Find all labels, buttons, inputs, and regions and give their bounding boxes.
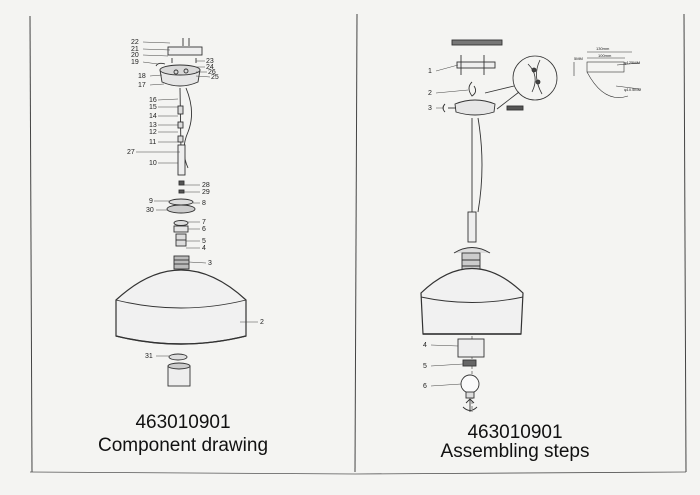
callout-23: 23 xyxy=(206,58,214,65)
right-model-number: 463010901 xyxy=(467,422,563,443)
bottom-border-left xyxy=(29,471,356,475)
callout-3: 3 xyxy=(208,260,212,267)
step-callout-1: 1 xyxy=(428,68,432,75)
callout-16: 16 xyxy=(149,97,157,104)
center-divider xyxy=(354,13,358,473)
exploded-lamp-drawing xyxy=(115,38,247,387)
callout-31: 31 xyxy=(145,353,153,360)
callout-25: 25 xyxy=(211,74,219,81)
callout-28: 28 xyxy=(202,182,210,189)
dimension-detail xyxy=(573,51,641,98)
callout-29: 29 xyxy=(202,189,210,196)
dim-130mm: 130mm xyxy=(596,46,610,51)
callout-24: 24 xyxy=(206,64,214,71)
callout-20: 20 xyxy=(131,52,139,59)
callout-11: 11 xyxy=(149,139,156,146)
callout-15: 15 xyxy=(149,104,157,111)
step-callout-6: 6 xyxy=(423,383,427,390)
bottom-border-right xyxy=(354,471,687,475)
left-title: Component drawing xyxy=(97,435,269,456)
callout-10: 10 xyxy=(149,160,157,167)
callout-labels-right: 1 2 3 4 5 6 xyxy=(423,68,432,390)
callout-5: 5 xyxy=(202,238,206,245)
callout-14: 14 xyxy=(149,113,157,120)
right-border xyxy=(683,13,687,473)
callout-7: 7 xyxy=(202,219,206,226)
callout-2: 2 xyxy=(260,319,264,326)
callout-9: 9 xyxy=(149,198,153,205)
callout-4: 4 xyxy=(202,245,206,252)
callout-27: 27 xyxy=(127,149,135,156)
assembly-drawing xyxy=(420,39,524,412)
callout-6: 6 xyxy=(202,226,206,233)
callout-19: 19 xyxy=(131,59,139,66)
callout-labels-left: 22 21 20 19 18 17 23 24 26 25 16 15 14 1… xyxy=(127,39,264,360)
callout-8: 8 xyxy=(202,200,206,207)
leader-lines-left xyxy=(136,41,258,357)
dim-phi125: φ125MM xyxy=(624,60,640,65)
step-callout-4: 4 xyxy=(423,342,427,349)
callout-26: 26 xyxy=(208,69,216,76)
dim-5mm: 5MM xyxy=(574,56,583,61)
detail-zoom-circle xyxy=(484,55,558,110)
right-title: Assembling steps xyxy=(440,441,590,462)
callout-22: 22 xyxy=(131,39,139,46)
callout-17: 17 xyxy=(138,82,146,89)
dim-100mm: 100mm xyxy=(598,53,612,58)
callout-30: 30 xyxy=(146,207,154,214)
left-model-number: 463010901 xyxy=(135,412,231,433)
step-callout-3: 3 xyxy=(428,105,432,112)
step-callout-2: 2 xyxy=(428,90,432,97)
callout-21: 21 xyxy=(131,46,139,53)
dim-phi10-5: φ10.5MM xyxy=(624,87,641,92)
callout-12: 12 xyxy=(149,129,157,136)
callout-18: 18 xyxy=(138,73,146,80)
step-callout-5: 5 xyxy=(423,363,427,370)
dimension-labels: 130mm 100mm φ125MM φ10.5MM 5MM xyxy=(574,46,641,92)
left-border xyxy=(29,15,33,473)
leader-lines-right xyxy=(430,64,469,387)
callout-13: 13 xyxy=(149,122,157,129)
